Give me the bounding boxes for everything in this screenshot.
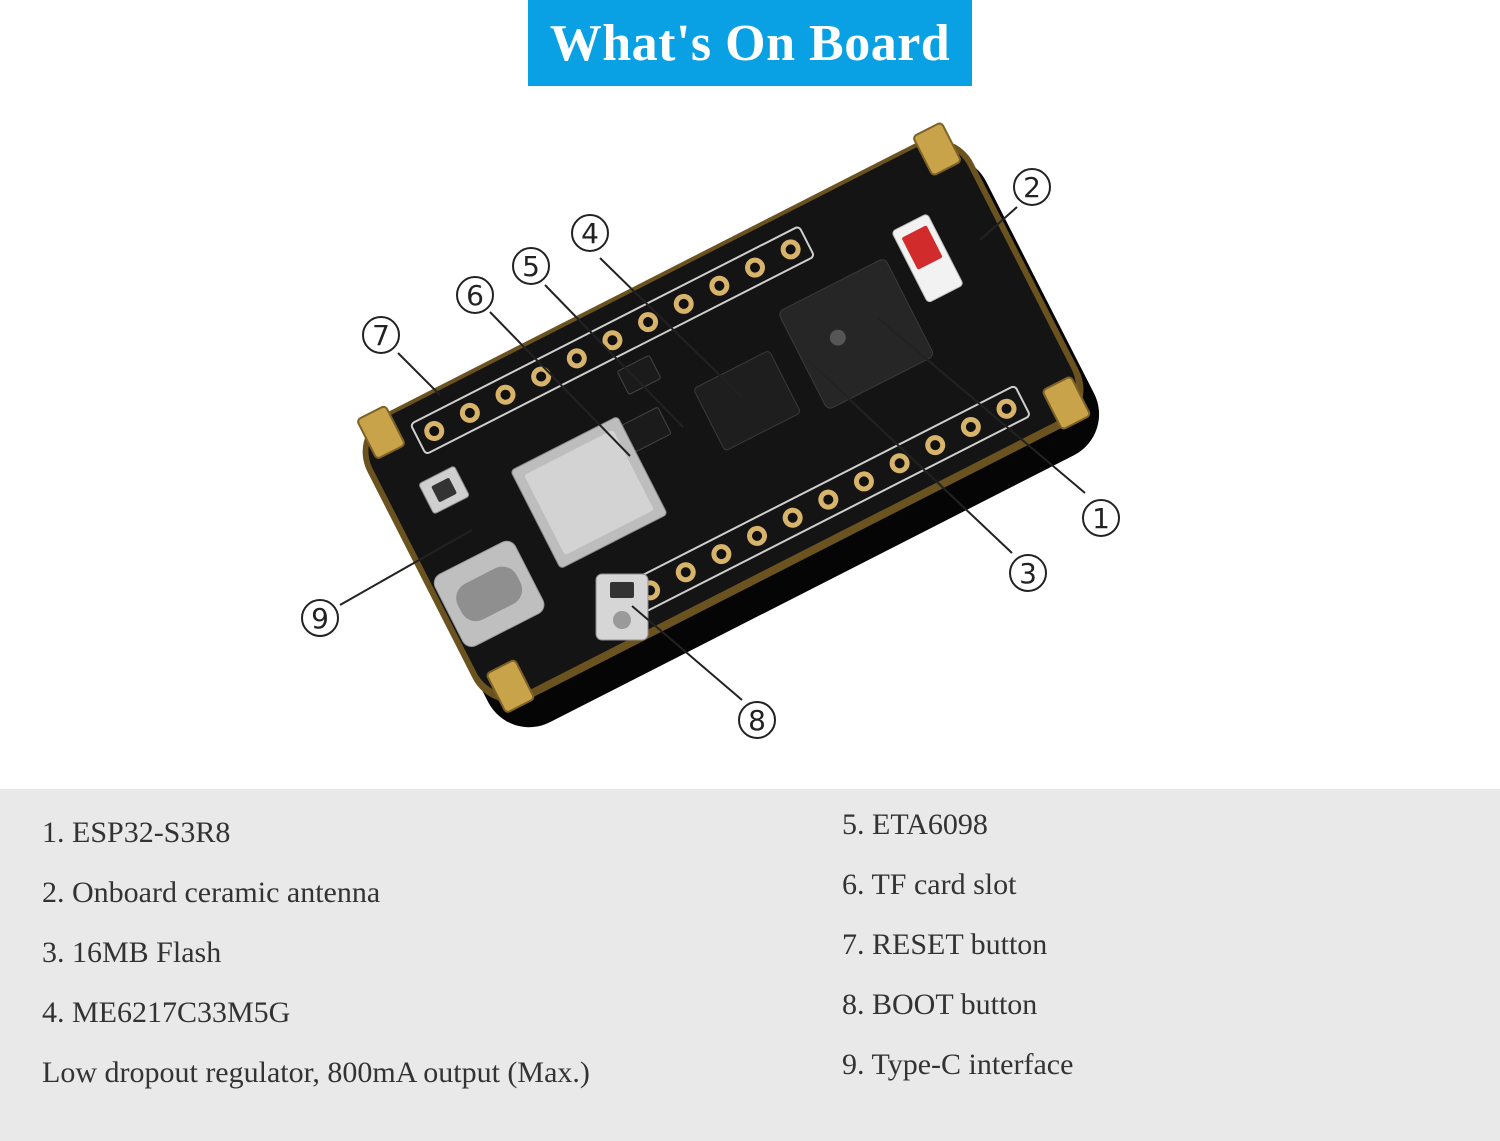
board-illustration: 1 2 3 4 5 6 7 8 9 [301,122,1120,739]
legend-item: 4. ME6217C33M5G [42,996,291,1029]
svg-text:5: 5 [522,250,540,283]
legend-item: 2. Onboard ceramic antenna [42,876,381,909]
svg-text:3: 3 [1019,557,1037,590]
legend-item: 3. 16MB Flash [42,936,222,969]
pcb-board [357,122,1100,728]
svg-text:6: 6 [466,279,484,312]
legend-item: 6. TF card slot [842,868,1017,901]
svg-text:8: 8 [748,704,766,737]
callout-lines [339,206,1086,701]
title-banner: What's On Board [528,0,972,86]
legend-right-column: 5. ETA6098 6. TF card slot 7. RESET butt… [842,795,1073,1095]
component-legend: 1. ESP32-S3R8 2. Onboard ceramic antenna… [0,789,1500,1141]
callout-1: 1 [1082,499,1120,537]
callout-7: 7 [362,316,400,354]
callout-4: 4 [571,214,609,252]
callout-2: 2 [1013,168,1051,206]
svg-text:9: 9 [311,602,329,635]
svg-text:2: 2 [1023,171,1041,204]
svg-text:1: 1 [1092,502,1110,535]
legend-left-column: 1. ESP32-S3R8 2. Onboard ceramic antenna… [42,803,590,1103]
legend-item: 5. ETA6098 [842,808,988,841]
callout-8: 8 [738,701,776,739]
callout-9: 9 [301,599,339,637]
callout-3: 3 [1009,554,1047,592]
boot-button-shape [595,573,649,641]
page-title: What's On Board [549,14,951,72]
svg-text:7: 7 [372,319,390,352]
callout-6: 6 [456,276,494,314]
legend-item: 9. Type-C interface [842,1048,1074,1081]
svg-text:4: 4 [581,217,599,250]
callout-markers: 1 2 3 4 5 6 7 8 9 [301,168,1120,739]
legend-item: Low dropout regulator, 800mA output (Max… [42,1056,590,1089]
legend-item: 7. RESET button [842,928,1048,961]
legend-item: 8. BOOT button [842,988,1038,1021]
legend-item: 1. ESP32-S3R8 [42,816,231,849]
callout-5: 5 [512,247,550,285]
